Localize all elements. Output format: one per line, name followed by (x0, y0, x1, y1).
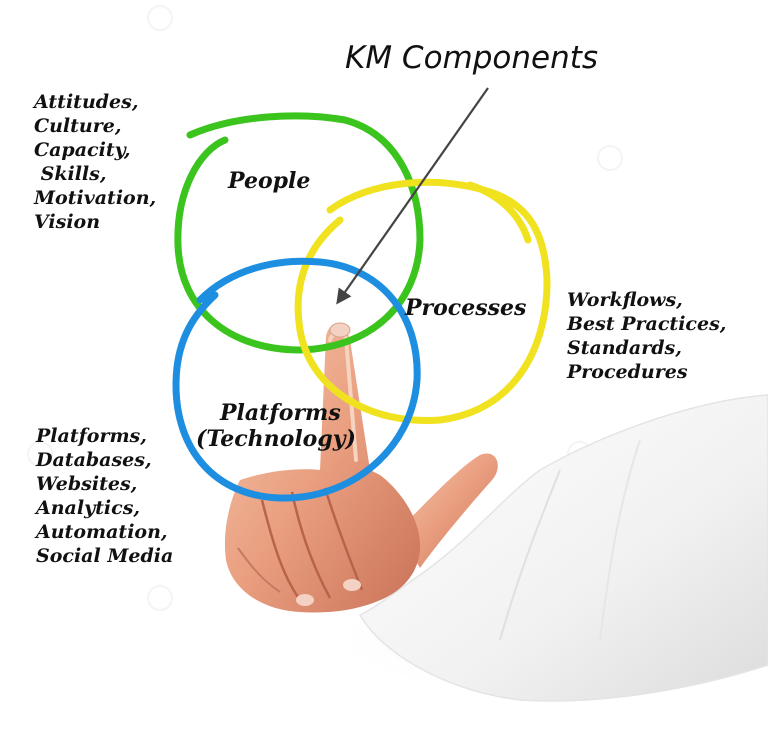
platforms-list-item: Analytics, (34, 497, 140, 519)
people-circle (174, 112, 424, 354)
processes-list: Workflows, Best Practices, Standards, Pr… (566, 289, 726, 383)
people-list-item: Vision (34, 211, 100, 233)
platforms-list-item: Platforms, (35, 425, 147, 447)
people-list-item: Skills, (34, 163, 106, 185)
processes-circle (294, 178, 551, 424)
platforms-list-item: Databases, (35, 449, 152, 471)
processes-list-item: Workflows, (567, 289, 683, 311)
people-list-item: Attitudes, (32, 91, 138, 113)
platforms-label-line2: (Technology) (196, 426, 356, 452)
diagram-title: KM Components (345, 40, 598, 76)
pointing-hand-icon (224, 322, 768, 702)
people-list-item: Motivation, (33, 187, 156, 209)
processes-label: Processes (404, 295, 526, 321)
platforms-list-item: Websites, (36, 473, 137, 495)
platforms-label-line1: Platforms (219, 400, 341, 426)
processes-list-item: Standards, (567, 337, 682, 359)
platforms-circle (172, 257, 421, 502)
arrow-icon (336, 87, 489, 305)
people-list: Attitudes, Culture, Capacity, Skills, Mo… (32, 91, 156, 233)
platforms-list: Platforms, Databases, Websites, Analytic… (34, 425, 173, 567)
platforms-list-item: Social Media (36, 545, 173, 567)
platforms-list-item: Automation, (34, 521, 168, 543)
people-label: People (227, 168, 310, 194)
processes-list-item: Procedures (566, 361, 688, 383)
people-list-item: Capacity, (34, 139, 130, 161)
processes-list-item: Best Practices, (566, 313, 726, 335)
people-list-item: Culture, (34, 115, 121, 137)
